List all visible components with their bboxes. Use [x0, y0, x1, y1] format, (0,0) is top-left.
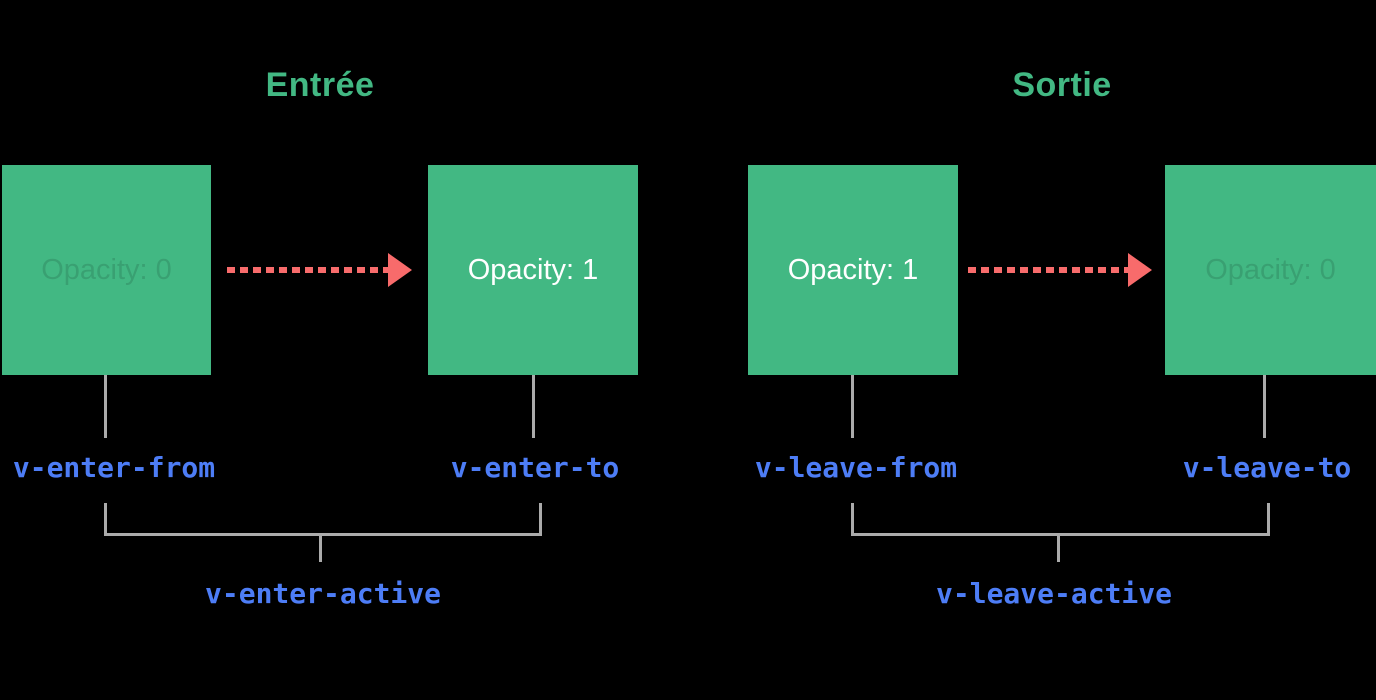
v-enter-to-label: v-enter-to — [450, 451, 620, 484]
leave-from-box: Opacity: 1 — [748, 165, 958, 375]
v-enter-active-label: v-enter-active — [204, 577, 442, 610]
leave-to-opacity-label: Opacity: 0 — [1205, 253, 1336, 286]
enter-active-bracket — [104, 503, 542, 536]
enter-to-connector-line — [532, 375, 535, 438]
enter-arrowhead-icon — [388, 253, 412, 287]
enter-to-box: Opacity: 1 — [428, 165, 638, 375]
leave-section-title: Sortie — [1012, 66, 1112, 104]
v-leave-active-label: v-leave-active — [935, 577, 1173, 610]
enter-section-title: Entrée — [265, 66, 375, 104]
leave-to-connector-line — [1263, 375, 1266, 438]
enter-from-box: Opacity: 0 — [2, 165, 211, 375]
leave-transition-arrow-dash — [968, 267, 1128, 273]
leave-active-bracket-stub — [1057, 536, 1060, 562]
enter-from-opacity-label: Opacity: 0 — [41, 253, 172, 286]
v-enter-from-label: v-enter-from — [12, 451, 216, 484]
enter-to-opacity-label: Opacity: 1 — [467, 253, 599, 286]
leave-from-connector-line — [851, 375, 854, 438]
leave-from-opacity-label: Opacity: 1 — [787, 253, 919, 286]
v-leave-from-label: v-leave-from — [754, 451, 958, 484]
enter-from-connector-line — [104, 375, 107, 438]
v-leave-to-label: v-leave-to — [1182, 451, 1352, 484]
enter-active-bracket-stub — [319, 536, 322, 562]
leave-arrowhead-icon — [1128, 253, 1152, 287]
leave-to-box: Opacity: 0 — [1165, 165, 1376, 375]
leave-active-bracket — [851, 503, 1270, 536]
enter-transition-arrow-dash — [227, 267, 388, 273]
